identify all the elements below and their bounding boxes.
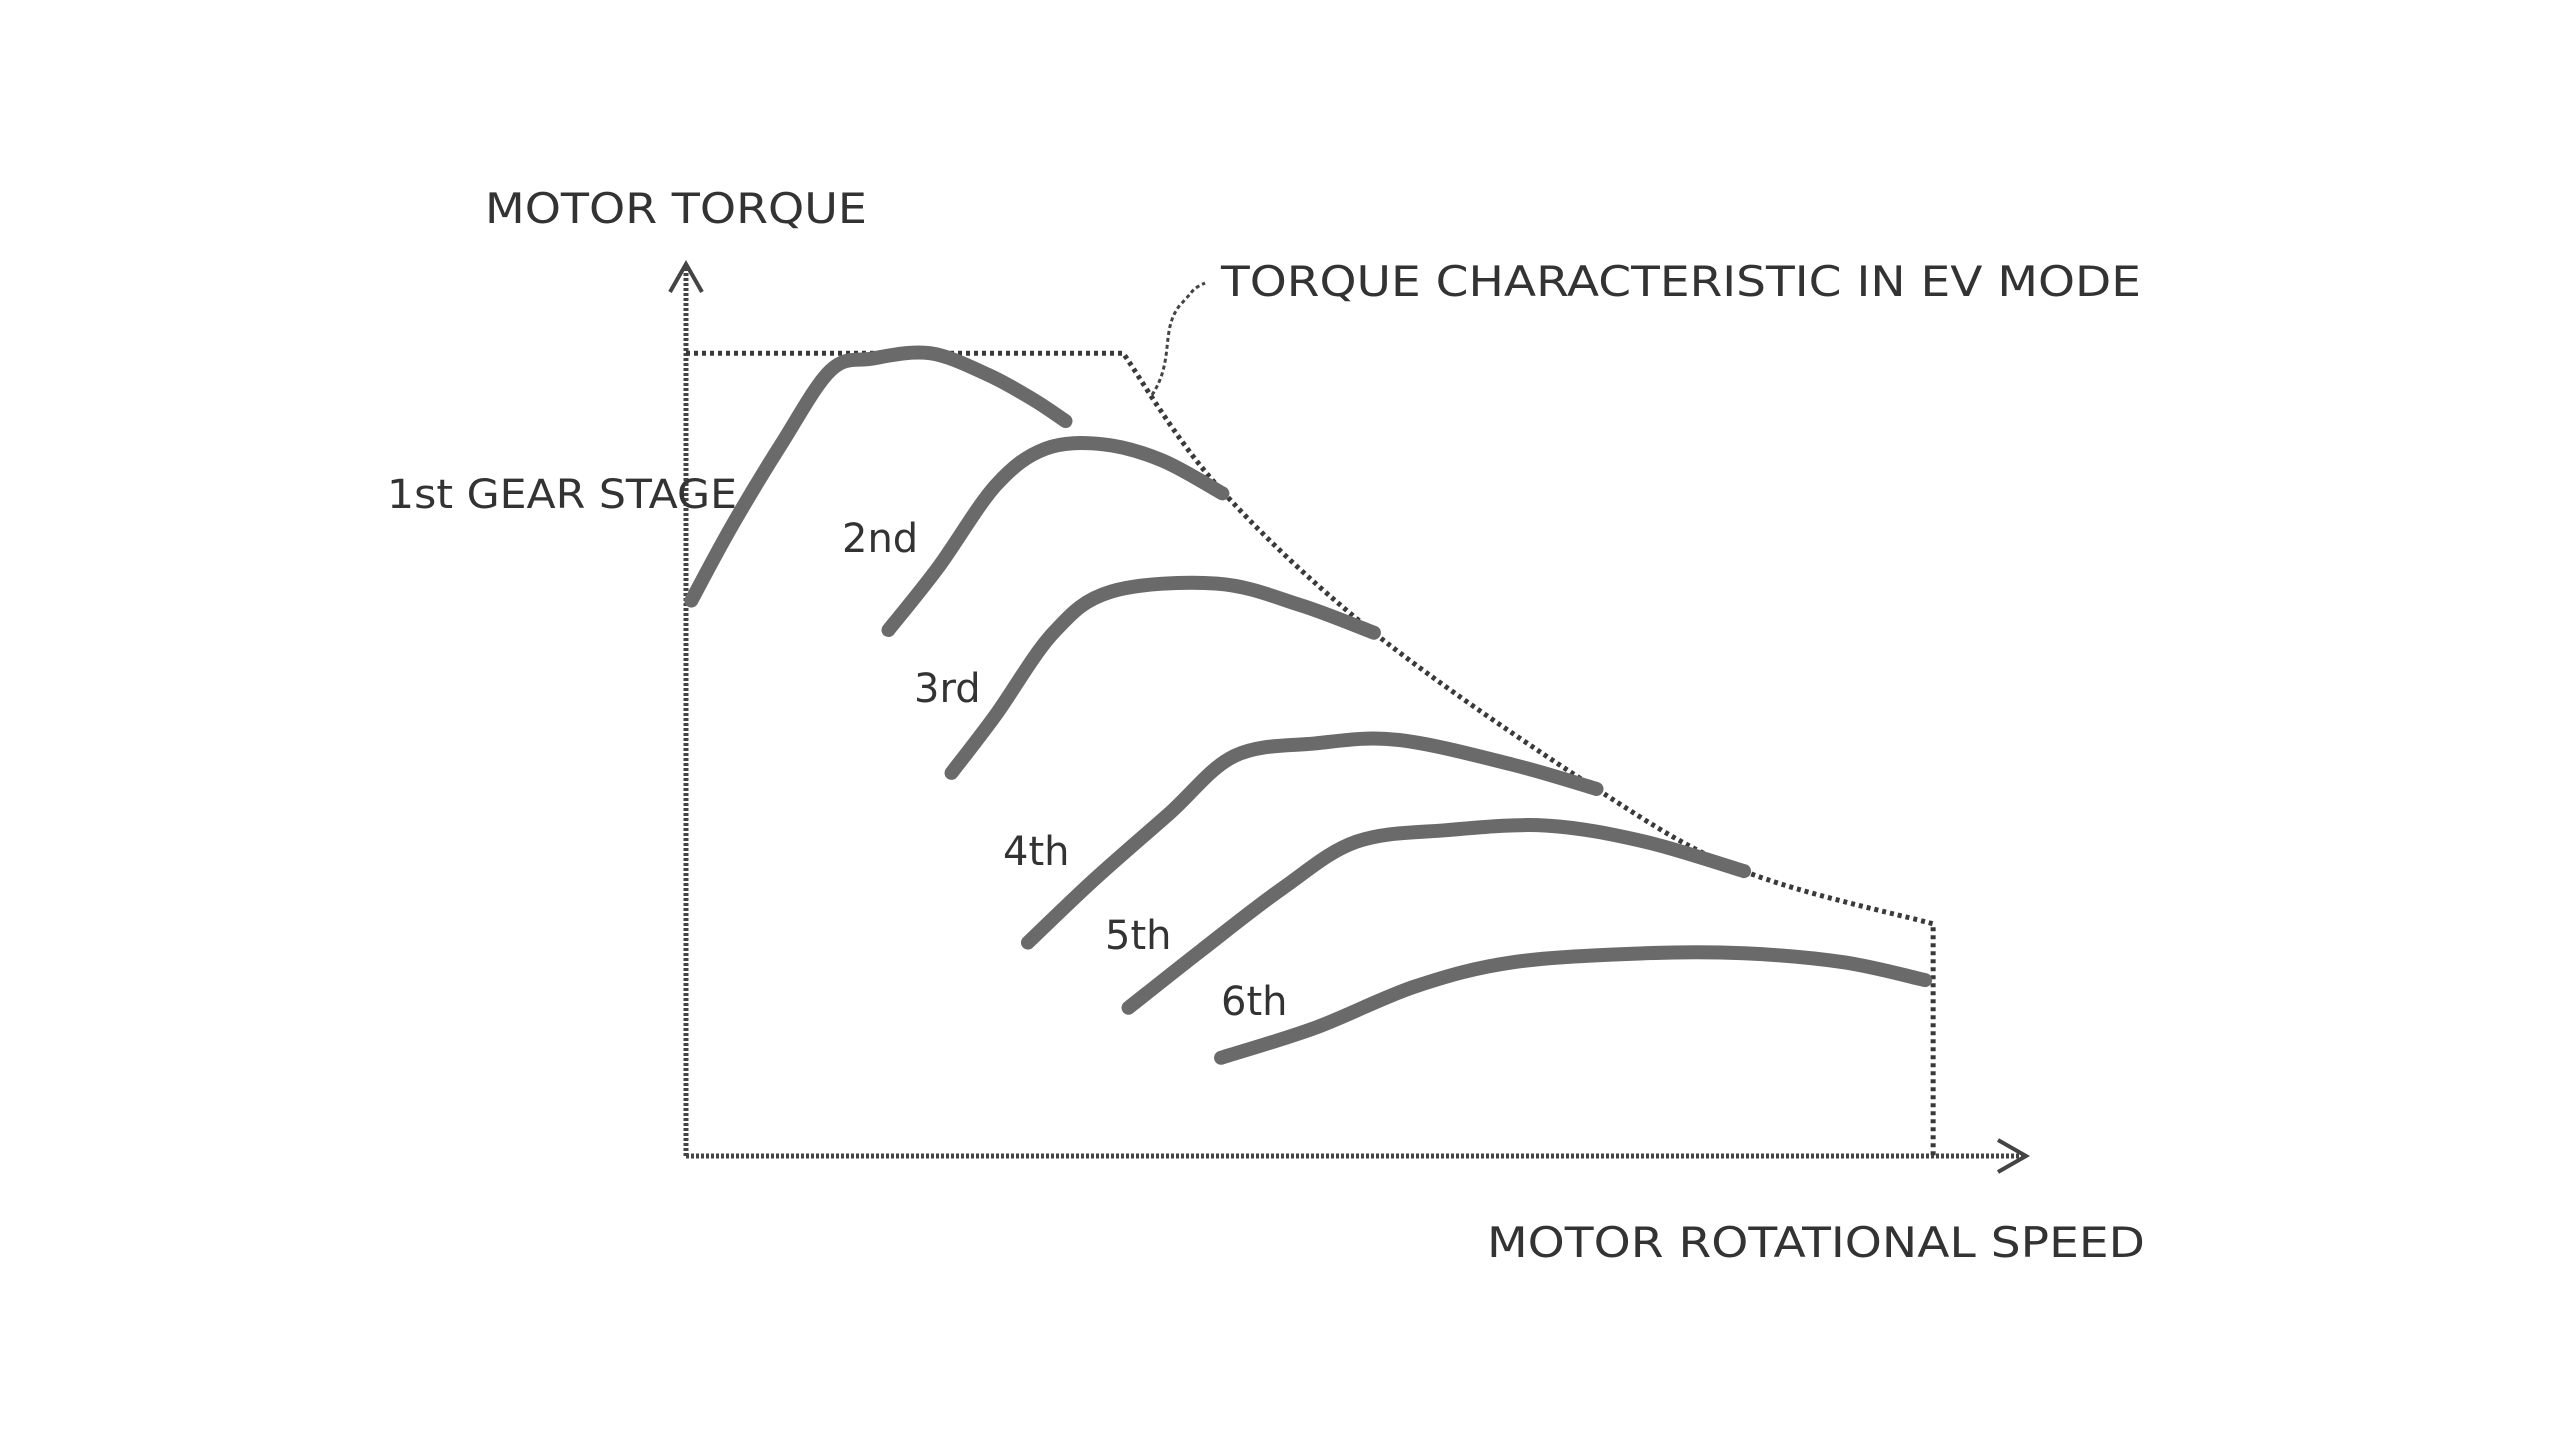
series-label-2nd: 2nd (842, 516, 918, 562)
gear-curve-6 (1214, 945, 1933, 1065)
ev-torque-characteristic-line (686, 350, 1936, 1156)
x-axis-label: MOTOR ROTATIONAL SPEED (1487, 1218, 2145, 1267)
gear-curve-4 (1020, 731, 1604, 950)
gear-curve-1 (684, 345, 1073, 608)
series-label-1st: 1st GEAR STAGE (387, 472, 737, 518)
y-axis-arrow-icon (668, 259, 704, 293)
series-label-5th: 5th (1105, 913, 1171, 959)
series-label-6th: 6th (1221, 979, 1287, 1025)
gear-curve-3 (944, 575, 1381, 780)
ev-curve-group (686, 350, 1936, 1156)
annotation-leader-line (1150, 281, 1206, 396)
series-label-3rd: 3rd (914, 666, 981, 712)
y-axis-label: MOTOR TORQUE (485, 184, 867, 233)
gear-curve-2 (881, 436, 1230, 638)
gear-curves (684, 345, 1933, 1065)
ev-annotation-label: TORQUE CHARACTERISTIC IN EV MODE (1220, 257, 2141, 306)
gear-curve-5 (1121, 818, 1752, 1015)
x-axis-arrow-icon (1997, 1138, 2031, 1174)
axes (668, 259, 2031, 1174)
series-label-4th: 4th (1003, 829, 1069, 875)
